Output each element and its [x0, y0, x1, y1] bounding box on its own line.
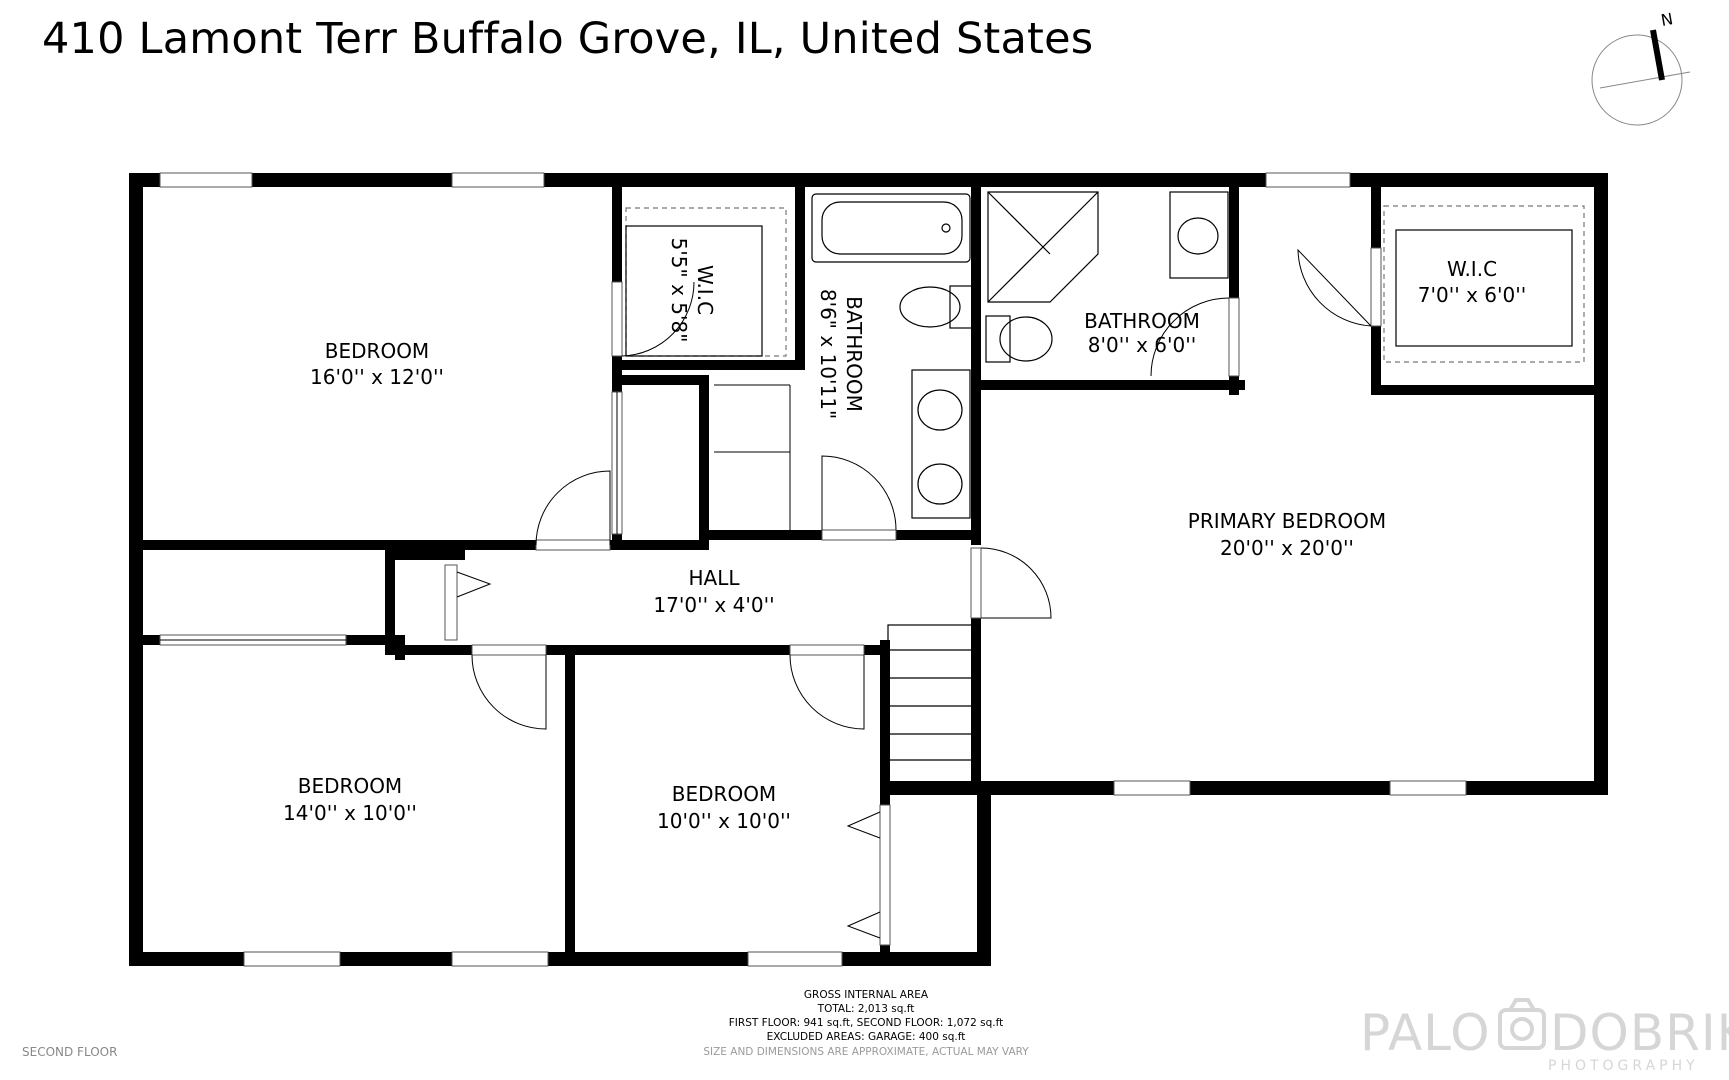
doors: [159, 247, 1382, 946]
area-excluded: EXCLUDED AREAS: GARAGE: 400 sq.ft: [767, 1031, 966, 1043]
bathroom-primary-dims: 8'0'' x 6'0'': [1088, 333, 1196, 357]
bathroom-main-name: BATHROOM: [842, 296, 866, 412]
wic-left-dims: 5'5" x 5'8": [667, 238, 691, 343]
wic-right-dims: 7'0'' x 6'0'': [1418, 283, 1526, 307]
primary-bedroom-name: PRIMARY BEDROOM: [1188, 509, 1386, 533]
bedroom-s-dims: 10'0'' x 10'0'': [657, 809, 791, 833]
hall-name: HALL: [688, 566, 740, 590]
bathroom-primary-name: BATHROOM: [1084, 309, 1200, 333]
brand-logo: PALO DOBRIK PHOTOGRAPHY: [1360, 998, 1729, 1074]
area-heading: GROSS INTERNAL AREA: [804, 989, 929, 1001]
brand-left: PALO: [1360, 1004, 1491, 1062]
area-summary: GROSS INTERNAL AREA TOTAL: 2,013 sq.ft F…: [703, 989, 1029, 1058]
primary-bedroom-dims: 20'0'' x 20'0'': [1220, 536, 1354, 560]
area-total: TOTAL: 2,013 sq.ft: [817, 1003, 915, 1015]
floor-label: SECOND FLOOR: [22, 1045, 117, 1059]
wic-right-name: W.I.C: [1447, 257, 1497, 281]
fixtures: [625, 191, 1585, 784]
room-labels: BEDROOM 16'0'' x 12'0'' W.I.C 5'5" x 5'8…: [283, 238, 1526, 833]
hall-dims: 17'0'' x 4'0'': [653, 593, 774, 617]
windows: [159, 172, 1467, 967]
area-floors: FIRST FLOOR: 941 sq.ft, SECOND FLOOR: 1,…: [729, 1017, 1003, 1029]
bathroom-main-dims: 8'6" x 10'11": [816, 289, 840, 419]
bedroom-sw-dims: 14'0'' x 10'0'': [283, 801, 417, 825]
wic-left-name: W.I.C: [693, 265, 717, 315]
north-compass-icon: N: [1591, 9, 1691, 126]
bedroom-nw-name: BEDROOM: [325, 339, 429, 363]
bedroom-s-name: BEDROOM: [672, 782, 776, 806]
bedroom-nw-dims: 16'0'' x 12'0'': [310, 365, 444, 389]
area-disclaimer: SIZE AND DIMENSIONS ARE APPROXIMATE, ACT…: [703, 1046, 1029, 1058]
brand-right: DOBRIK: [1550, 1004, 1729, 1062]
brand-sub: PHOTOGRAPHY: [1548, 1058, 1699, 1074]
compass-north-label: N: [1659, 9, 1674, 30]
camera-icon: [1498, 998, 1546, 1050]
page-title: 410 Lamont Terr Buffalo Grove, IL, Unite…: [42, 14, 1094, 64]
bedroom-sw-name: BEDROOM: [298, 774, 402, 798]
